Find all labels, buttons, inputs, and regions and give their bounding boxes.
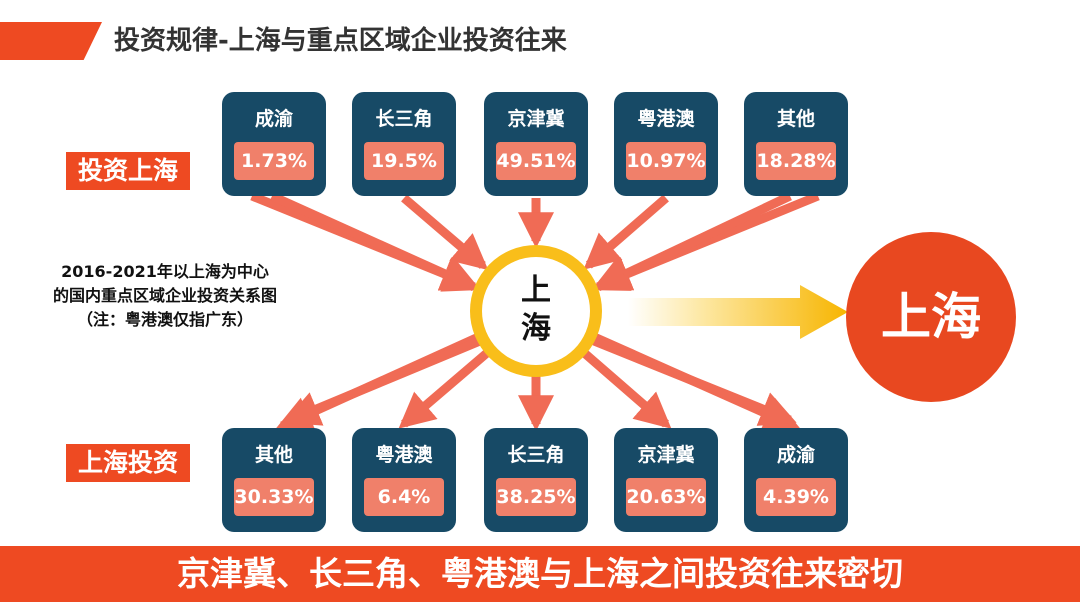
inbound-region-box-2: 京津冀 49.51% bbox=[484, 92, 588, 196]
label-shanghai-invest-out: 上海投资 bbox=[66, 444, 190, 482]
outbound-region-box-2: 长三角 38.25% bbox=[484, 428, 588, 532]
center-label: 上海 bbox=[508, 272, 564, 348]
region-name: 粤港澳 bbox=[637, 108, 695, 130]
outbound-region-box-3: 京津冀 20.63% bbox=[614, 428, 718, 532]
inbound-arrows bbox=[250, 191, 820, 292]
region-value: 18.28% bbox=[756, 142, 836, 180]
outbound-arrow-long-left bbox=[283, 336, 482, 426]
region-name: 长三角 bbox=[507, 444, 565, 466]
outbound-arrow-long-right bbox=[592, 336, 797, 426]
description-line-2: 的国内重点区域企业投资关系图 bbox=[52, 286, 277, 305]
diagram-description: 2016-2021年以上海为中心 的国内重点区域企业投资关系图 （注：粤港澳仅指… bbox=[0, 260, 330, 332]
region-name: 其他 bbox=[776, 108, 815, 130]
footer-banner: 京津冀、长三角、粤港澳与上海之间投资往来密切 bbox=[0, 546, 1080, 602]
title-accent-bar bbox=[0, 22, 102, 60]
shanghai-circle: 上海 bbox=[846, 232, 1016, 402]
region-value: 6.4% bbox=[364, 478, 444, 516]
inbound-region-box-3: 粤港澳 10.97% bbox=[614, 92, 718, 196]
inbound-region-box-1: 长三角 19.5% bbox=[352, 92, 456, 196]
center-label-char: 上 bbox=[521, 273, 551, 308]
region-value: 10.97% bbox=[626, 142, 706, 180]
inbound-arrow-1 bbox=[401, 194, 489, 271]
outbound-arrow-3 bbox=[581, 349, 672, 429]
outbound-arrows bbox=[275, 332, 801, 432]
right-arrow-to-shanghai bbox=[628, 285, 848, 339]
region-name: 京津冀 bbox=[507, 108, 565, 130]
inbound-arrow-long-left bbox=[270, 191, 481, 292]
region-value: 20.63% bbox=[626, 478, 706, 516]
region-value: 38.25% bbox=[496, 478, 576, 516]
region-value: 1.73% bbox=[234, 142, 314, 180]
region-value: 4.39% bbox=[756, 478, 836, 516]
outbound-region-box-1: 粤港澳 6.4% bbox=[352, 428, 456, 532]
outbound-region-box-4: 成渝 4.39% bbox=[744, 428, 848, 532]
description-line-3: （注：粤港澳仅指广东） bbox=[76, 310, 253, 329]
region-value: 30.33% bbox=[234, 478, 314, 516]
region-name: 粤港澳 bbox=[375, 444, 433, 466]
label-invest-in-shanghai: 投资上海 bbox=[66, 152, 190, 190]
inbound-arrow-long-right bbox=[591, 191, 792, 292]
inbound-region-box-4: 其他 18.28% bbox=[744, 92, 848, 196]
region-name: 成渝 bbox=[776, 444, 815, 466]
inbound-arrow-3 bbox=[583, 194, 669, 270]
outbound-region-box-0: 其他 30.33% bbox=[222, 428, 326, 532]
region-name: 长三角 bbox=[375, 108, 433, 130]
region-name: 其他 bbox=[254, 444, 293, 466]
region-name: 成渝 bbox=[254, 108, 293, 130]
description-line-1: 2016-2021年以上海为中心 bbox=[61, 262, 269, 281]
page-title: 投资规律-上海与重点区域企业投资往来 bbox=[114, 26, 567, 56]
center-label-char: 海 bbox=[521, 311, 551, 346]
region-value: 49.51% bbox=[496, 142, 576, 180]
center-circle bbox=[482, 257, 590, 365]
region-value: 19.5% bbox=[364, 142, 444, 180]
outbound-arrow-1 bbox=[398, 349, 491, 429]
inbound-region-box-0: 成渝 1.73% bbox=[222, 92, 326, 196]
region-name: 京津冀 bbox=[637, 444, 695, 466]
